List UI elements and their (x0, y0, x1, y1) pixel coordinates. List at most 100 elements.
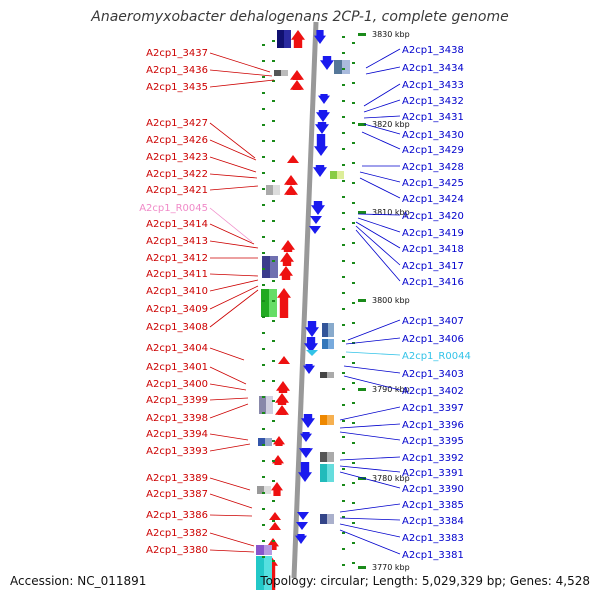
right-guide-dot (352, 202, 355, 204)
gene-block-shade (266, 396, 273, 414)
right-gene-label: A2cp1_3402 (402, 386, 464, 397)
backbone-line (291, 21, 319, 579)
right-gene-label: A2cp1_3424 (402, 194, 464, 205)
left-inner-guide-dot (272, 60, 275, 62)
left-guide-dot (262, 60, 265, 62)
right-guide-dot (352, 242, 355, 244)
scale-tick-mark (358, 211, 366, 214)
left-gene-label: A2cp1_3426 (146, 135, 208, 146)
right-label-connector (339, 471, 401, 489)
right-inner-guide-dot (342, 564, 345, 566)
right-gene-label: A2cp1_3438 (402, 45, 464, 56)
right-label-connector (363, 115, 401, 119)
forward-gene-arrow (284, 185, 298, 195)
gene-block-shade (270, 256, 278, 278)
genome-summary: Topology: circular; Length: 5,029,329 bp… (260, 574, 590, 588)
right-guide-dot (352, 402, 355, 404)
label-connectors (209, 48, 401, 555)
left-inner-guide-dot (272, 180, 275, 182)
left-gene-label: A2cp1_3437 (146, 48, 208, 59)
left-gene-label: A2cp1_3399 (146, 395, 208, 406)
right-inner-guide-dot (342, 276, 345, 278)
left-label-connector (209, 279, 259, 292)
left-label-connector (209, 443, 251, 452)
forward-gene-arrow (272, 455, 284, 465)
reverse-gene-arrow (310, 216, 322, 224)
right-label-connector (365, 66, 401, 75)
left-inner-guide-dot (272, 220, 275, 222)
left-inner-guide-dot (272, 200, 275, 202)
gene-block-shade (328, 323, 334, 337)
gene-block-shade (273, 185, 280, 195)
left-gene-label: A2cp1_3422 (146, 169, 208, 180)
left-inner-guide-dot (272, 400, 275, 402)
reverse-gene-arrow (296, 522, 308, 530)
right-label-connector (339, 456, 401, 461)
forward-gene-arrow (269, 522, 281, 530)
left-gene-label: A2cp1_3398 (146, 413, 208, 424)
left-label-connector (209, 173, 258, 179)
left-gene-label: A2cp1_3387 (146, 489, 208, 500)
left-inner-guide-dot (272, 120, 275, 122)
gene-block-shade (264, 556, 272, 590)
left-gene-label: A2cp1_3393 (146, 446, 208, 457)
right-guide-dot (352, 322, 355, 324)
right-gene-label: A2cp1_3395 (402, 436, 464, 447)
right-label-connector (361, 131, 401, 150)
left-guide-dot (262, 220, 265, 222)
forward-gene-arrow (284, 175, 298, 185)
left-gene-label: A2cp1_3410 (146, 286, 208, 297)
right-label-connector (339, 517, 401, 521)
right-gene-label: A2cp1_3396 (402, 420, 464, 431)
reverse-gene-arrow (318, 94, 330, 104)
left-guide-dot (262, 508, 265, 510)
left-label-connector (209, 403, 249, 419)
scale-tick-mark (358, 566, 366, 569)
left-gene-label: A2cp1_3436 (146, 65, 208, 76)
left-label-connector (209, 223, 255, 245)
right-guide-dot (352, 162, 355, 164)
left-gene-label: A2cp1_3394 (146, 429, 208, 440)
forward-gene-arrow (290, 70, 304, 80)
gene-block-shade (327, 415, 334, 425)
right-guide-dot (352, 422, 355, 424)
left-label-connector (209, 514, 253, 517)
reverse-gene-arrow (298, 462, 312, 482)
left-guide-dot (262, 204, 265, 206)
right-guide-dot (352, 462, 355, 464)
left-label-connector (209, 289, 259, 328)
gene-block-shade (281, 70, 288, 76)
gene-block-shade (328, 339, 334, 349)
right-guide-dot (352, 522, 355, 524)
left-gene-label: A2cp1_3389 (146, 473, 208, 484)
left-guide-dot (262, 268, 265, 270)
left-label-connector (209, 493, 253, 509)
right-label-connector (355, 225, 401, 266)
gene-block-shade (342, 60, 350, 74)
right-inner-guide-dot (342, 452, 345, 454)
left-guide-dot (262, 76, 265, 78)
right-inner-guide-dot (342, 68, 345, 70)
left-label-connector (209, 139, 257, 161)
right-label-connector (343, 375, 401, 391)
gene-block-shade (327, 452, 334, 462)
reverse-gene-arrow (305, 321, 319, 337)
right-gene-label: A2cp1_3429 (402, 145, 464, 156)
left-gene-label: A2cp1_3386 (146, 510, 208, 521)
right-gene-label: A2cp1_3430 (402, 130, 464, 141)
left-inner-guide-dot (272, 260, 275, 262)
right-guide-dot (352, 82, 355, 84)
right-gene-label: A2cp1_3383 (402, 533, 464, 544)
left-guide-dot (262, 108, 265, 110)
right-gene-label: A2cp1_3431 (402, 112, 464, 123)
rna-feature (306, 350, 318, 356)
right-inner-guide-dot (342, 308, 345, 310)
right-gene-label: A2cp1_3397 (402, 403, 464, 414)
right-gene-label: A2cp1_3425 (402, 178, 464, 189)
right-gene-label: A2cp1_3418 (402, 244, 464, 255)
right-gene-label: A2cp1_3420 (402, 211, 464, 222)
right-guide-dot (352, 562, 355, 564)
right-gene-label: A2cp1_3417 (402, 261, 464, 272)
left-inner-guide-dot (272, 340, 275, 342)
